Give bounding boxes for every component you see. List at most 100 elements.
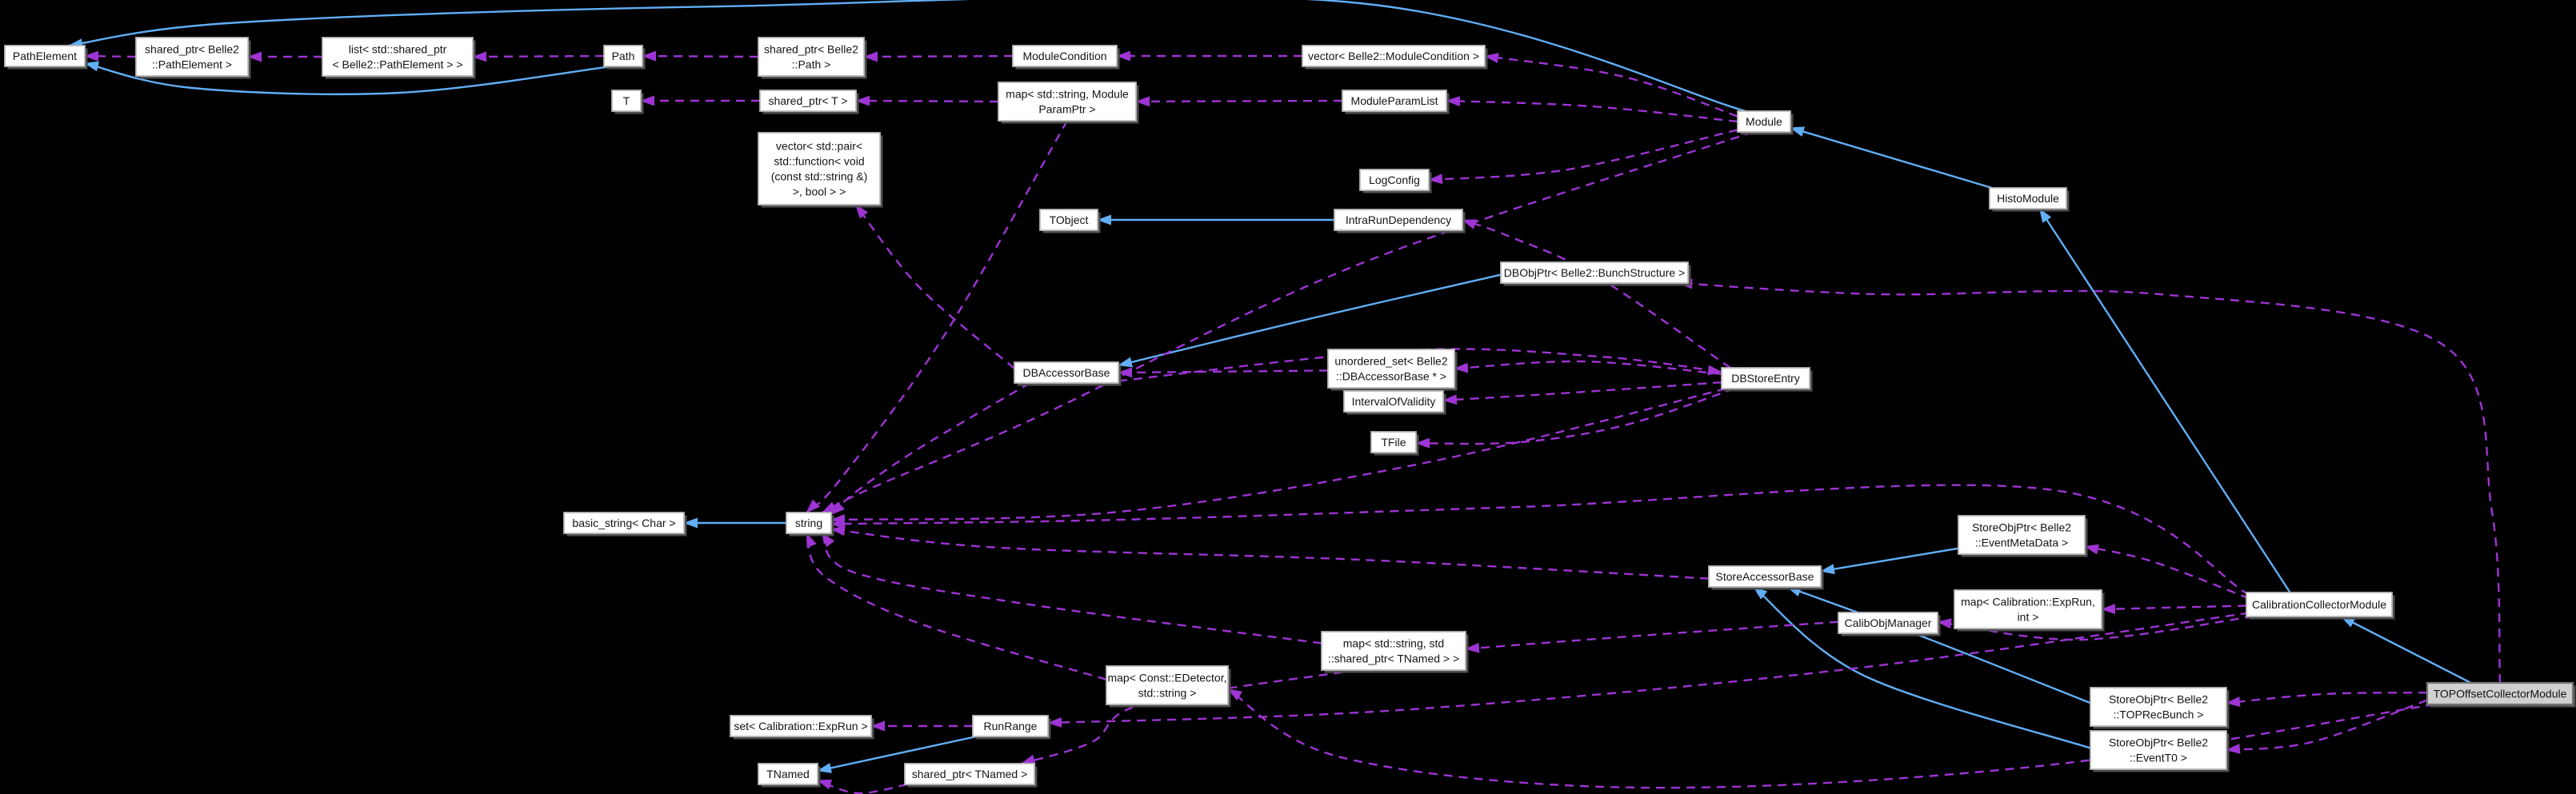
node-vec_module_condition[interactable]: vector< Belle2::ModuleCondition > (1302, 45, 1488, 70)
node-label: vector< std::pair< (776, 140, 862, 153)
node-sp_t[interactable]: shared_ptr< T > (759, 90, 859, 114)
node-path_element[interactable]: PathElement (4, 45, 88, 70)
node-label: ::PathElement > (152, 58, 232, 71)
node-tnamed[interactable]: TNamed (758, 763, 821, 788)
node-box (611, 90, 642, 112)
node-box (1106, 665, 1229, 705)
node-label: set< Calibration::ExpRun > (734, 720, 867, 732)
node-list_sp_path_element[interactable]: list< std::shared_ptr< Belle2::PathEleme… (322, 37, 476, 79)
node-box (1014, 361, 1119, 384)
node-label: CalibObjManager (1845, 616, 1932, 629)
usage-edge-map_string_param-string (806, 120, 1069, 513)
node-label: RunRange (984, 720, 1038, 732)
node-label: IntervalOfValidity (1352, 395, 1436, 408)
node-calib_obj_manager[interactable]: CalibObjManager (1838, 612, 1941, 636)
node-sop_eventt0[interactable]: StoreObjPtr< Belle2::EventT0 > (2090, 730, 2230, 772)
node-box (1708, 565, 1822, 588)
node-map_string_tnamed[interactable]: map< std::string, std::shared_ptr< TName… (1321, 631, 1469, 673)
node-module_condition[interactable]: ModuleCondition (1012, 45, 1120, 70)
node-label: TOPOffsetCollectorModule (2434, 688, 2567, 700)
usage-edge-calib_collector-sop_event_meta (2084, 544, 2250, 600)
inheritance-edge-top_offset_collector-calib_collector (2340, 615, 2472, 684)
node-db_accessor_base[interactable]: DBAccessorBase (1014, 361, 1122, 386)
node-label: CalibrationCollectorModule (2252, 598, 2386, 611)
node-label: int > (2018, 611, 2039, 624)
node-box (1838, 612, 1938, 634)
node-dbobjptr_bunch[interactable]: DBObjPtr< Belle2::BunchStructure > (1500, 261, 1691, 286)
node-label: map< Const::EDetector, (1107, 672, 1226, 684)
node-interval_of_validity[interactable]: IntervalOfValidity (1343, 390, 1446, 415)
node-label: map< std::string, std (1343, 637, 1444, 650)
node-tfile[interactable]: TFile (1370, 431, 1419, 456)
node-box (4, 45, 86, 67)
node-set_exprun[interactable]: set< Calibration::ExpRun > (730, 715, 874, 740)
node-intra_run_dep[interactable]: IntraRunDependency (1334, 209, 1466, 233)
node-sop_event_meta[interactable]: StoreObjPtr< Belle2::EventMetaData > (1958, 515, 2088, 557)
node-histo_module[interactable]: HistoModule (1989, 187, 2070, 212)
node-box (1327, 349, 1455, 389)
usage-edge-db_store_entry-string (830, 387, 1726, 525)
node-label: DBObjPtr< Belle2::BunchStructure > (1504, 266, 1685, 279)
node-uset_dbaccessor[interactable]: unordered_set< Belle2::DBAccessorBase * … (1327, 349, 1458, 391)
node-label: std::string > (1138, 687, 1197, 700)
node-sop_toprecbunch[interactable]: StoreObjPtr< Belle2::TOPRecBunch > (2090, 687, 2230, 729)
node-label: shared_ptr< T > (768, 94, 847, 107)
node-box (1359, 169, 1430, 191)
node-log_config[interactable]: LogConfig (1359, 169, 1432, 194)
node-top_offset_collector: TOPOffsetCollectorModule (2426, 681, 2576, 708)
node-box (1039, 209, 1098, 231)
node-box (1012, 45, 1118, 67)
usage-edge-calib_obj_manager-map_string_tnamed (1465, 620, 1839, 653)
node-label: HistoModule (1997, 192, 2059, 205)
node-box (1302, 45, 1486, 67)
node-box (1954, 589, 2102, 629)
node-module_param_list[interactable]: ModuleParamList (1342, 90, 1450, 114)
node-map_edet_string[interactable]: map< Const::EDetector,std::string > (1106, 665, 1231, 708)
node-sp_path[interactable]: shared_ptr< Belle2::Path > (758, 37, 867, 79)
node-box (758, 763, 818, 785)
node-box (759, 90, 857, 112)
node-sp_path_element[interactable]: shared_ptr< Belle2::PathElement > (135, 37, 251, 79)
node-vec_pair_func[interactable]: vector< std::pair<std::function< void(co… (758, 132, 883, 208)
node-db_store_entry[interactable]: DBStoreEntry (1721, 367, 1813, 392)
node-label: unordered_set< Belle2 (1334, 355, 1447, 368)
usage-edge-map_string_tnamed-string (821, 533, 1322, 644)
usage-edge-map_string_tnamed-sp_tnamed (1020, 668, 1358, 765)
inheritance-edge-calib_collector-histo_module (2038, 208, 2291, 593)
edge-layer (68, 0, 2502, 794)
inheritance-edge-run_range-tnamed (817, 735, 977, 773)
usage-edge-path-list_sp_path_element (472, 51, 605, 62)
node-store_accessor_base[interactable]: StoreAccessorBase (1708, 565, 1824, 590)
node-label: StoreObjPtr< Belle2 (1972, 521, 2071, 534)
inheritance-edge-module-path_element (68, 0, 1746, 113)
usage-edge-calib_collector-run_range (1047, 612, 2250, 728)
node-sp_tnamed[interactable]: shared_ptr< TNamed > (904, 763, 1038, 788)
node-string[interactable]: string (786, 512, 834, 537)
node-calib_collector[interactable]: CalibrationCollectorModule (2246, 592, 2395, 620)
node-box (1721, 367, 1810, 389)
node-label: PathElement (13, 50, 77, 62)
node-run_range[interactable]: RunRange (972, 715, 1051, 740)
node-label: ::TOPRecBunch > (2114, 708, 2204, 721)
node-module[interactable]: Module (1737, 110, 1794, 135)
node-t[interactable]: T (611, 90, 644, 114)
node-box (2090, 730, 2227, 770)
node-label: basic_string< Char > (572, 517, 675, 529)
node-label: ModuleCondition (1022, 50, 1106, 62)
node-label: std::function< void (774, 155, 864, 168)
node-basic_string[interactable]: basic_string< Char > (563, 512, 687, 537)
node-map_exprun_int[interactable]: map< Calibration::ExpRun,int > (1954, 589, 2105, 632)
node-label: ::EventT0 > (2130, 752, 2187, 764)
node-label: TNamed (766, 768, 810, 780)
node-path[interactable]: Path (603, 45, 646, 70)
usage-edge-db_store_entry-tfile (1415, 387, 1735, 449)
node-label: LogConfig (1369, 174, 1420, 186)
node-label: map< std::string, Module (1006, 88, 1129, 101)
node-label: DBStoreEntry (1731, 372, 1800, 385)
node-tobject[interactable]: TObject (1039, 209, 1101, 233)
node-label: ::DBAccessorBase * > (1336, 370, 1446, 383)
